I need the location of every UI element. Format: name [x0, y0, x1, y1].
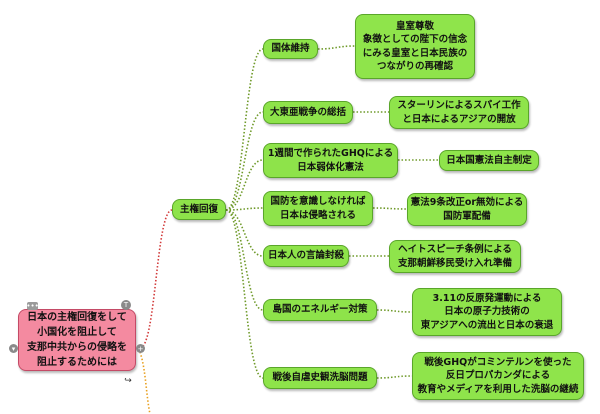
connector-main-branch-3 — [225, 159, 264, 211]
branch-node-4[interactable]: 国防を意識しなければ 日本は侵略される — [263, 191, 373, 226]
main-node-sovereignty[interactable]: 主権回復 — [172, 199, 226, 220]
detail-node-5[interactable]: ヘイトスピーチ条例による 支那朝鮮移民受け入れ準備 — [389, 240, 521, 273]
connector-main-branch-6 — [225, 209, 264, 311]
collapse-icon[interactable]: ▾ — [9, 344, 18, 353]
more-icon[interactable]: ••• — [26, 302, 39, 310]
expand-icon[interactable]: + — [136, 344, 145, 353]
connector-root-main — [139, 209, 173, 349]
connector-main-branch-5 — [225, 209, 264, 257]
detail-node-2[interactable]: スターリンによるスパイ工作 と日本によるアジアの開放 — [389, 96, 529, 129]
branch-node-3[interactable]: 1週間で作られたGHQによる 日本弱体化憲法 — [263, 143, 398, 178]
connector-main-branch-1 — [225, 48, 264, 211]
connector-main-branch-7 — [225, 209, 264, 379]
connector-root-down — [139, 351, 151, 414]
connector-branch-detail-6 — [376, 309, 413, 313]
connector-branch-detail-7 — [376, 375, 413, 379]
connector-branch-detail-4 — [372, 207, 408, 210]
link-icon[interactable]: ↪ — [124, 376, 132, 386]
connector-main-branch-2 — [225, 111, 264, 211]
detail-node-3[interactable]: 日本国憲法自主制定 — [439, 150, 539, 171]
detail-node-7[interactable]: 戦後GHQがコミンテルンを使った 反日プロパカンダによる 教育やメディアを利用し… — [412, 352, 584, 400]
detail-node-1[interactable]: 皇室尊敬 象徴としての陛下の信念 にみる皇室と日本民族の つながりの再確認 — [355, 14, 475, 79]
branch-node-7[interactable]: 戦後自虐史観洗脳問題 — [263, 367, 377, 389]
root-node[interactable]: 日本の主権回復をして 小国化を阻止して 支那中共からの侵略を 阻止するためには — [18, 309, 136, 371]
branch-node-2[interactable]: 大東亜戦争の総括 — [263, 101, 353, 124]
tag-icon[interactable]: T — [121, 300, 131, 310]
detail-node-6[interactable]: 3.11の反原発運動による 日本の原子力技術の 東アジアへの流出と日本の衰退 — [412, 288, 562, 336]
connector-branch-detail-1 — [317, 45, 356, 50]
branch-node-5[interactable]: 日本人の言論封殺 — [263, 245, 349, 267]
detail-node-4[interactable]: 憲法9条改正or無効による 国防軍配備 — [407, 193, 527, 226]
connector-main-branch-4 — [225, 207, 264, 211]
branch-node-6[interactable]: 島国のエネルギー対策 — [263, 299, 377, 321]
branch-node-1[interactable]: 国体維持 — [263, 39, 318, 59]
